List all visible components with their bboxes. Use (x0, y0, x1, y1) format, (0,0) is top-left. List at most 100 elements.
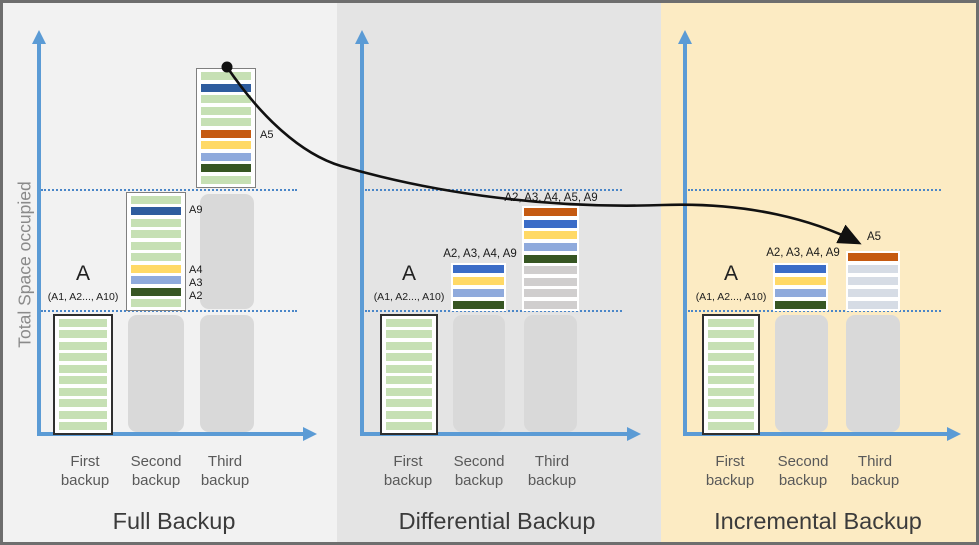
full-x-axis-arrow (303, 427, 317, 441)
stripe-navy (201, 83, 251, 92)
stripe-green (386, 376, 432, 385)
stripe-gray_stripe (524, 289, 577, 298)
stripe-gray_stripe (524, 301, 577, 309)
stripe-orange (201, 129, 251, 138)
stripe-green (131, 253, 181, 262)
stripe-green_dark (524, 254, 577, 263)
stripe-green (708, 364, 754, 373)
incr-third-gray-placeholder (846, 315, 900, 432)
full-third-backup-bar (196, 68, 256, 188)
stripe-blue_light (131, 276, 181, 285)
full-second-gray-placeholder (128, 315, 184, 432)
stripe-bluegray_stripe (848, 301, 898, 309)
stripe-green_dark (453, 301, 504, 309)
full-stripe-label-a9: A9 (189, 204, 203, 216)
stripe-blue_light (453, 289, 504, 297)
stripe-green (59, 330, 107, 339)
stripe-green (386, 319, 432, 327)
diff-first-backup-bar (380, 314, 438, 435)
incr-dataset-sublabel: (A1, A2..., A10) (695, 291, 767, 303)
diff-y-axis-arrow (355, 30, 369, 44)
stripe-blue (524, 219, 577, 228)
stripe-green (708, 387, 754, 396)
diff-x-axis (360, 432, 627, 436)
diff-x-axis-arrow (627, 427, 641, 441)
full-dataset-label: A (75, 262, 91, 285)
stripe-navy (131, 207, 181, 216)
full-dotted-line-lower (41, 310, 297, 312)
stripe-green (386, 410, 432, 419)
full-first-backup-bar (53, 314, 113, 435)
incr-y-axis-arrow (678, 30, 692, 44)
diff-second-stack-label: A2, A3, A4, A9 (443, 248, 517, 260)
stripe-blue (775, 265, 826, 273)
y-axis-label: Total Space occupied (14, 181, 35, 348)
stripe-green (708, 376, 754, 385)
stripe-green (386, 353, 432, 362)
stripe-green (708, 399, 754, 408)
stripe-green (386, 387, 432, 396)
incr-first-backup-bar (702, 314, 760, 435)
full-y-axis (37, 43, 41, 435)
stripe-green (131, 298, 181, 307)
stripe-green (59, 341, 107, 350)
full-x-axis (37, 432, 304, 436)
stripe-bluegray_stripe (848, 289, 898, 297)
stripe-green (201, 106, 251, 115)
full-second-backup-bar (126, 192, 186, 311)
stripe-gray_stripe (524, 277, 577, 286)
incremental-backup-title: Incremental Backup (714, 508, 922, 534)
full-third-gray-placeholder-lower (200, 315, 254, 432)
incr-second-gray-placeholder (775, 315, 828, 432)
stripe-green_dark (775, 301, 826, 309)
stripe-yellow (201, 141, 251, 150)
stripe-green (708, 421, 754, 430)
diff-third-gray-placeholder (524, 315, 577, 432)
full-dotted-line-upper (41, 189, 297, 191)
stripe-green (59, 376, 107, 385)
diff-dotted-line-lower (365, 310, 622, 312)
diff-dotted-line-upper (365, 189, 622, 191)
incr-second-backup-stack (773, 263, 828, 311)
stripe-green (59, 319, 107, 327)
full-stripe-label-a5: A5 (260, 129, 274, 141)
full-third-gray-placeholder-upper (200, 194, 254, 309)
full-stripe-label-a3: A3 (189, 277, 203, 289)
stripe-green (201, 72, 251, 80)
diff-second-gray-placeholder (453, 315, 505, 432)
incr-x-axis (683, 432, 947, 436)
diff-third-backup-stack (522, 206, 579, 311)
stripe-green (59, 421, 107, 430)
stripe-yellow (131, 264, 181, 273)
stripe-green (386, 399, 432, 408)
differential-backup-title: Differential Backup (398, 508, 596, 534)
diff-y-axis (360, 43, 364, 435)
stripe-green (386, 341, 432, 350)
full-stripe-label-a2: A2 (189, 290, 203, 302)
stripe-green (386, 421, 432, 430)
incr-dotted-line-upper (688, 189, 941, 191)
stripe-green (59, 364, 107, 373)
stripe-green (131, 196, 181, 204)
diff-dataset-label: A (401, 262, 417, 285)
stripe-green (201, 95, 251, 104)
stripe-green (59, 353, 107, 362)
stripe-green (201, 175, 251, 184)
stripe-green (131, 230, 181, 239)
diff-second-backup-stack (451, 263, 506, 311)
incr-x-axis-arrow (947, 427, 961, 441)
stripe-green (59, 410, 107, 419)
incr-dataset-label: A (723, 262, 739, 285)
full-stripe-label-a4: A4 (189, 264, 203, 276)
stripe-blue_light (524, 242, 577, 251)
stripe-green (386, 330, 432, 339)
stripe-blue_light (775, 289, 826, 297)
stripe-green (59, 387, 107, 396)
